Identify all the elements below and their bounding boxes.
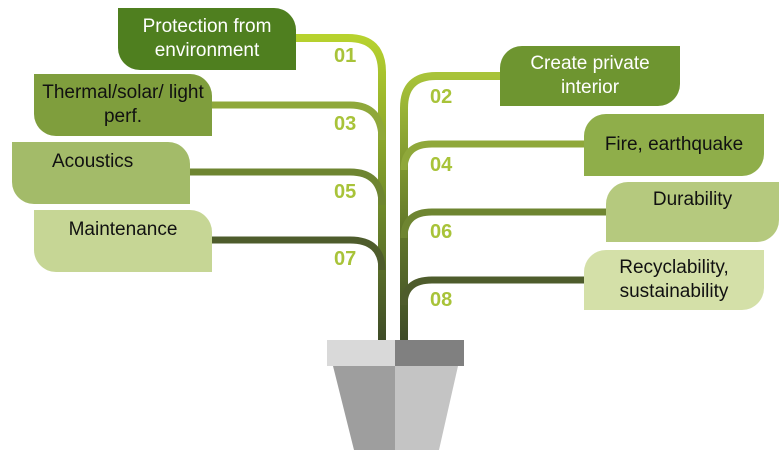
left-trunk	[296, 34, 386, 345]
leaf-05: Acoustics	[12, 142, 190, 204]
branch-03	[212, 101, 386, 141]
leaf-08: Recyclability, sustainability	[584, 250, 764, 310]
number-05: 05	[334, 181, 357, 203]
leaf-04: Fire, earthquake	[584, 114, 764, 176]
number-04: 04	[430, 154, 453, 176]
branch-05	[190, 168, 386, 206]
number-06: 06	[430, 221, 453, 243]
branch-08	[400, 276, 584, 306]
branch-04	[400, 140, 584, 171]
leaf-02: Create private interior	[500, 46, 680, 106]
leaf-03: Thermal/solar/ light perf.	[34, 74, 212, 136]
number-08: 08	[430, 289, 453, 311]
number-07: 07	[334, 248, 357, 270]
number-02: 02	[430, 86, 453, 108]
branch-07	[212, 236, 386, 271]
flower-pot-icon	[327, 340, 464, 450]
number-01: 01	[334, 45, 357, 67]
leaf-01: Protection from environment	[118, 8, 296, 70]
leaf-06: Durability	[606, 182, 779, 242]
leaf-07: Maintenance	[34, 210, 212, 272]
branch-06	[400, 208, 606, 239]
number-03: 03	[334, 113, 357, 135]
right-trunk	[400, 72, 500, 345]
